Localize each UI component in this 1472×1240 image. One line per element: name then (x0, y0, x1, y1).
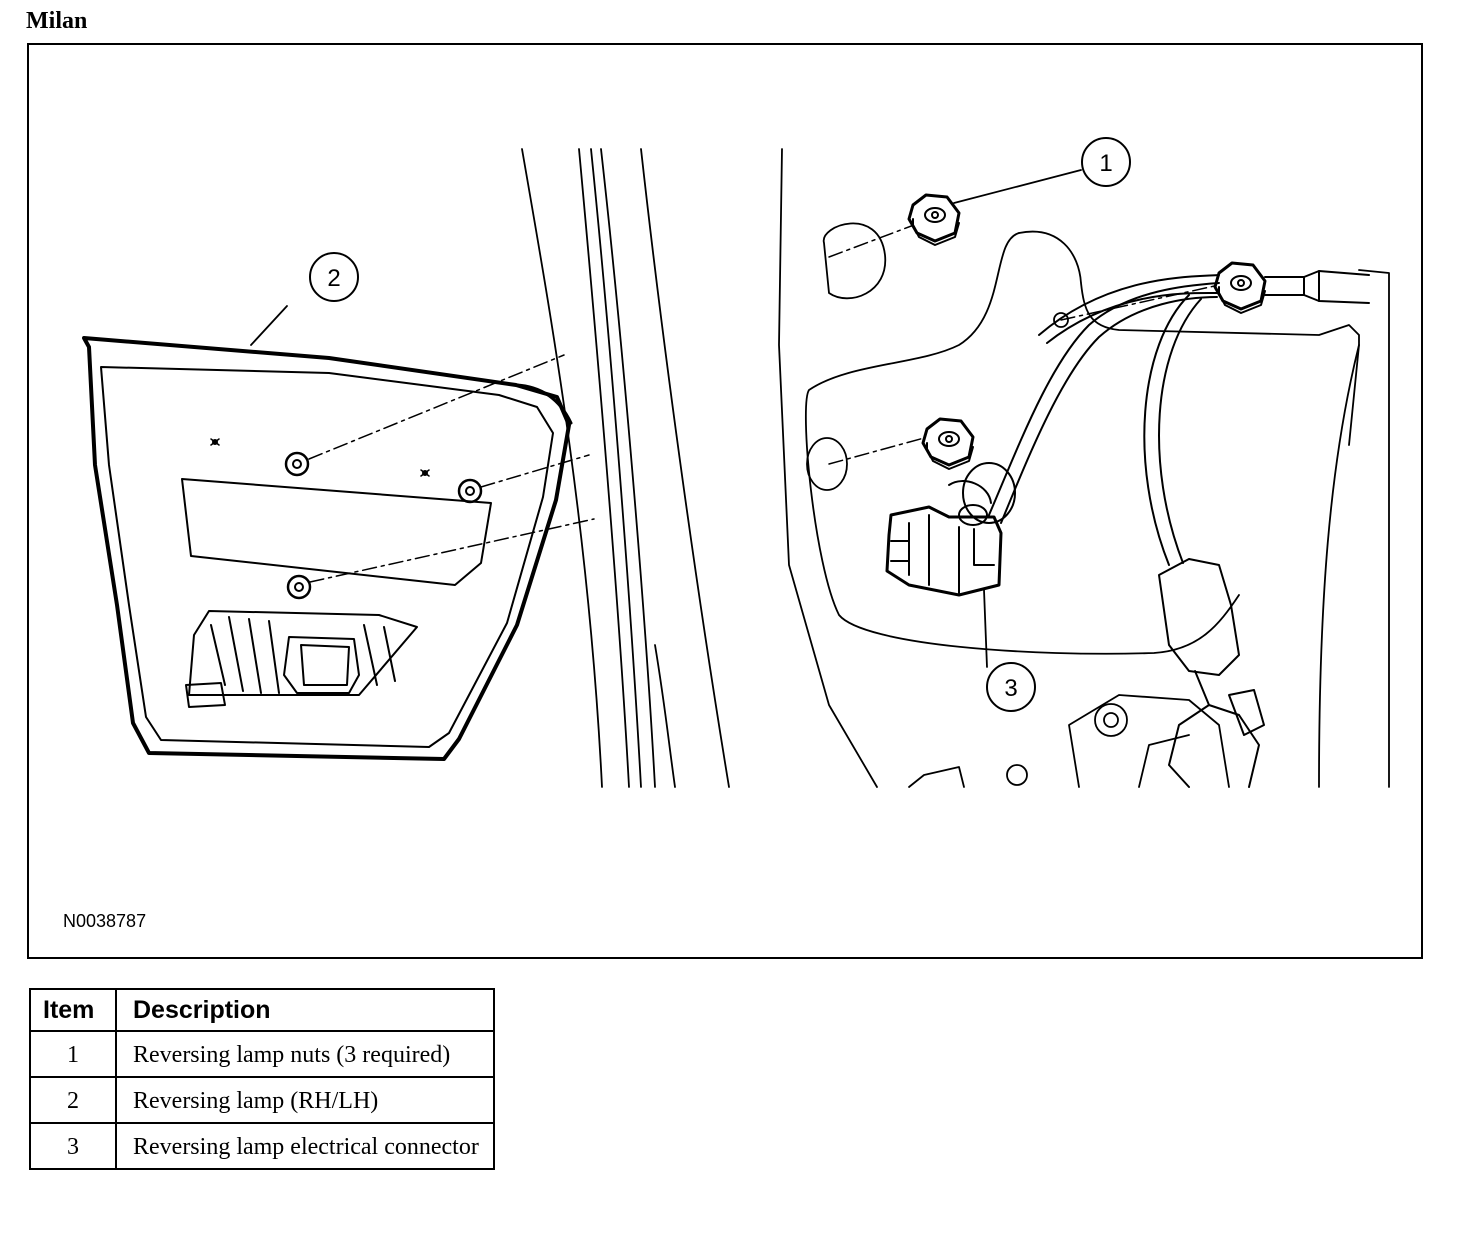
callout-1-label: 1 (1099, 150, 1112, 177)
legend-item-number: 2 (29, 1076, 117, 1124)
lamp-mounting-stud-lower (286, 574, 312, 600)
figure-id: N0038787 (63, 911, 147, 931)
legend-item-number: 3 (29, 1122, 117, 1170)
lamp-removal-illustration: 1 2 3 (82, 137, 1390, 788)
callout-leaders (250, 169, 1082, 668)
legend-item-description: Reversing lamp nuts (3 required) (115, 1030, 495, 1078)
reversing-lamp-nut-upper (907, 193, 961, 246)
legend-table: Item Description 1 Reversing lamp nuts (… (29, 988, 495, 1170)
legend-header-item: Item (29, 988, 117, 1032)
callout-3: 3 (986, 662, 1036, 712)
body-pillar (521, 148, 730, 788)
table-row: 3 Reversing lamp electrical connector (29, 1122, 495, 1170)
legend-header-description: Description (115, 988, 495, 1032)
legend-item-description: Reversing lamp (RH/LH) (115, 1076, 495, 1124)
page-heading: Milan (26, 8, 88, 34)
callout-2-label: 2 (327, 265, 340, 292)
callout-3-label: 3 (1004, 675, 1017, 702)
legend-item-description: Reversing lamp electrical connector (115, 1122, 495, 1170)
callout-1: 1 (1081, 137, 1131, 187)
lamp-mounting-stud-upper (284, 451, 310, 477)
legend-item-number: 1 (29, 1030, 117, 1078)
exploded-view-figure: 1 2 3 N0038787 (27, 43, 1423, 959)
reversing-lamp-electrical-connector (885, 462, 1016, 597)
legend-header-row: Item Description (29, 988, 495, 1032)
wiring-harness (988, 270, 1370, 788)
reversing-lamp-nut-harness (1213, 261, 1267, 314)
reversing-lamp-housing (82, 336, 573, 761)
nut-alignment-lines (828, 224, 1220, 465)
table-row: 1 Reversing lamp nuts (3 required) (29, 1030, 495, 1078)
table-row: 2 Reversing lamp (RH/LH) (29, 1076, 495, 1124)
lamp-mounting-stud-middle (457, 478, 483, 504)
body-panel (778, 148, 1390, 788)
reversing-lamp-nut-middle (921, 417, 975, 470)
callout-2: 2 (309, 252, 359, 302)
